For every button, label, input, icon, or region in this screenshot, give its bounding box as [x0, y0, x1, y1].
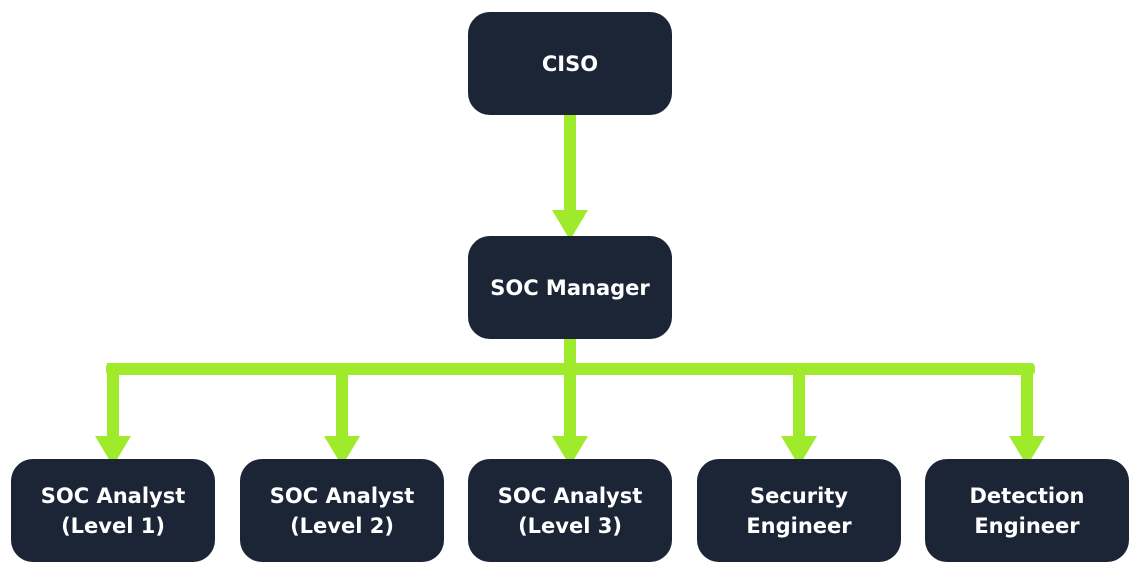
node-ciso-label: CISO	[541, 51, 599, 76]
node-soc-analyst-level-3: SOC Analyst (Level 3)	[468, 459, 672, 562]
connector-drop-l3	[564, 363, 576, 440]
arrowhead-l2	[324, 436, 360, 466]
arrowhead-manager	[552, 210, 588, 240]
connector-drop-l1	[107, 363, 119, 440]
node-soc-analyst-level-1: SOC Analyst (Level 1)	[11, 459, 215, 562]
node-detection-engineer-label: Detection Engineer	[969, 483, 1085, 538]
node-soc-analyst-level-3-label: SOC Analyst (Level 3)	[497, 483, 643, 538]
node-soc-manager-label: SOC Manager	[490, 275, 650, 300]
node-soc-analyst-level-1-label: SOC Analyst (Level 1)	[40, 483, 186, 538]
node-security-engineer-label: Security Engineer	[746, 483, 852, 538]
arrowhead-detection	[1009, 436, 1045, 466]
node-soc-analyst-level-2-label: SOC Analyst (Level 2)	[269, 483, 415, 538]
connector-manager-trunk	[564, 339, 576, 369]
node-soc-analyst-level-2: SOC Analyst (Level 2)	[240, 459, 444, 562]
connector-drop-detection	[1021, 363, 1033, 440]
connector-drop-l2	[336, 363, 348, 440]
arrowhead-l3	[552, 436, 588, 466]
arrowhead-l1	[95, 436, 131, 466]
node-soc-manager: SOC Manager	[468, 236, 672, 339]
node-ciso: CISO	[468, 12, 672, 115]
arrowhead-security	[781, 436, 817, 466]
connector-drop-security	[793, 363, 805, 440]
connector-ciso-to-manager	[564, 115, 576, 215]
node-detection-engineer: Detection Engineer	[925, 459, 1129, 562]
node-security-engineer: Security Engineer	[697, 459, 901, 562]
